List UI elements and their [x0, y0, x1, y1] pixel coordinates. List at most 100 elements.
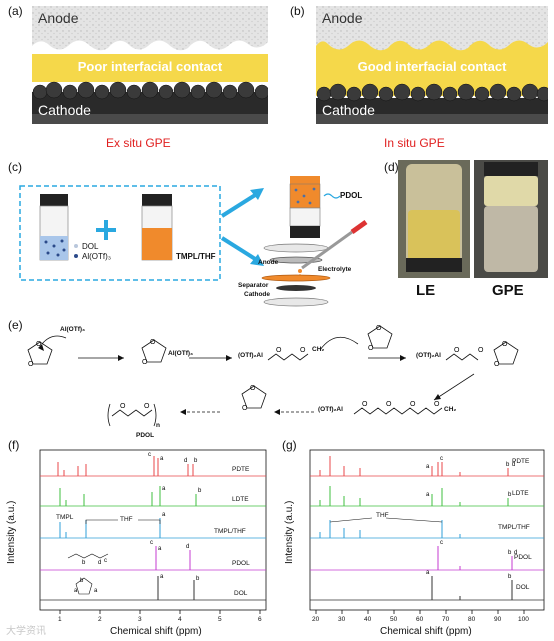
panel-e-otf2al-2: (OTf)₂Al [416, 352, 441, 359]
svg-text:O: O [120, 403, 126, 410]
panel-f-tmpl-label: TMPL [56, 514, 74, 521]
svg-text:b: b [508, 550, 512, 556]
svg-text:a: a [160, 456, 164, 462]
panel-c-legend-al: Al(OTf)₃ [82, 252, 112, 261]
svg-text:O: O [250, 385, 256, 392]
panel-f-thf-label: THF [120, 516, 133, 523]
svg-text:b: b [506, 462, 510, 468]
panel-a-label: (a) [8, 4, 23, 18]
svg-text:O: O [494, 361, 500, 368]
panel-b-illustration [316, 6, 548, 124]
panel-b-caption: In situ GPE [384, 136, 445, 150]
panel-g-tick-50: 50 [390, 616, 398, 623]
panel-d-photo-le [398, 160, 470, 278]
svg-text:a: a [160, 574, 164, 580]
svg-text:O: O [434, 401, 440, 408]
svg-text:O: O [150, 339, 156, 346]
panel-f-sample-pdte: PDTE [232, 466, 250, 473]
panel-e-al-otf-2: Al(OTf)₃ [168, 350, 194, 357]
svg-text:b: b [508, 574, 512, 580]
svg-text:b: b [196, 576, 200, 582]
panel-g-label: (g) [282, 438, 297, 452]
panel-g-tick-80: 80 [468, 616, 476, 623]
panel-c-illustration [19, 176, 368, 307]
panel-g-tick-90: 90 [494, 616, 502, 623]
panel-f-tick-6: 6 [258, 616, 262, 623]
svg-text:a: a [94, 588, 98, 594]
svg-text:b: b [198, 488, 202, 494]
panel-g-tick-40: 40 [364, 616, 372, 623]
panel-c-separator: Separator [238, 282, 269, 289]
panel-d-label: (d) [384, 160, 399, 174]
panel-f-sample-ldte: LDTE [232, 496, 249, 503]
svg-text:O: O [242, 405, 248, 412]
panel-f-xlabel: Chemical shift (ppm) [110, 626, 202, 637]
panel-g-tick-60: 60 [416, 616, 424, 623]
svg-text:O: O [376, 325, 382, 332]
panel-a-cathode-label: Cathode [38, 102, 91, 118]
panel-a-illustration [32, 6, 268, 124]
svg-text:b: b [80, 578, 84, 584]
svg-text:O: O [142, 359, 148, 366]
svg-text:c: c [104, 558, 107, 564]
svg-text:c: c [150, 540, 153, 546]
panel-c-legend-dol: DOL [82, 242, 99, 251]
svg-text:O: O [362, 401, 368, 408]
panel-g-xlabel: Chemical shift (ppm) [380, 626, 472, 637]
svg-text:O: O [368, 345, 374, 352]
svg-text:d: d [186, 544, 189, 550]
svg-text:c: c [440, 540, 443, 546]
panel-c-cathode: Cathode [244, 291, 270, 298]
panel-g-tick-30: 30 [338, 616, 346, 623]
svg-text:a: a [158, 546, 162, 552]
panel-d-le-label: LE [416, 282, 436, 299]
panel-a-contact-label: Poor interfacial contact [77, 59, 223, 74]
svg-text:b: b [82, 560, 86, 566]
panel-g-sample-ldte: LDTE [512, 490, 529, 497]
svg-text:a: a [162, 512, 166, 518]
panel-d-photo-gpe [474, 160, 548, 278]
panel-g-sample-pdte: PDTE [512, 458, 530, 465]
svg-text:a: a [426, 492, 430, 498]
panel-f-sample-pdol: PDOL [232, 560, 250, 567]
svg-text:b: b [508, 492, 512, 498]
panel-f-sample-dol: DOL [234, 590, 248, 597]
svg-text:d: d [514, 550, 517, 556]
svg-text:a: a [426, 464, 430, 470]
svg-text:O: O [454, 347, 460, 354]
panel-a-anode-label: Anode [38, 10, 79, 26]
svg-text:c: c [440, 456, 443, 462]
panel-c-vial-label: TMPL/THF [176, 252, 216, 261]
svg-text:O: O [144, 403, 150, 410]
svg-text:O: O [502, 341, 508, 348]
panel-g-sample-pdol: PDOL [514, 554, 532, 561]
svg-text:O: O [386, 401, 392, 408]
panel-b-anode-label: Anode [322, 10, 363, 26]
panel-e-al-otf-1: Al(OTf)₃ [60, 326, 86, 333]
panel-g-ylabel: Intensity (a.u.) [284, 500, 295, 564]
svg-text:b: b [194, 458, 198, 464]
panel-b-contact-label: Good interfacial contact [357, 59, 507, 74]
svg-text:O: O [36, 341, 42, 348]
panel-e-n: n [156, 422, 160, 429]
panel-a-caption: Ex situ GPE [106, 136, 171, 150]
svg-text:a: a [74, 588, 78, 594]
panel-f-ylabel: Intensity (a.u.) [6, 500, 17, 564]
panel-g-tick-20: 20 [312, 616, 320, 623]
svg-text:O: O [276, 347, 282, 354]
svg-text:d: d [98, 560, 101, 566]
panel-f-tick-1: 1 [58, 616, 62, 623]
panel-g-tick-100: 100 [518, 616, 529, 623]
panel-f-tick-5: 5 [218, 616, 222, 623]
panel-e-otf2al-1: (OTf)₂Al [238, 352, 263, 359]
panel-e-pdol: PDOL [136, 432, 155, 439]
svg-text:d: d [512, 462, 515, 468]
panel-f-label: (f) [8, 438, 20, 452]
panel-c-pdol: PDOL [340, 191, 363, 200]
svg-text:O: O [300, 347, 306, 354]
panel-g-tick-70: 70 [442, 616, 450, 623]
